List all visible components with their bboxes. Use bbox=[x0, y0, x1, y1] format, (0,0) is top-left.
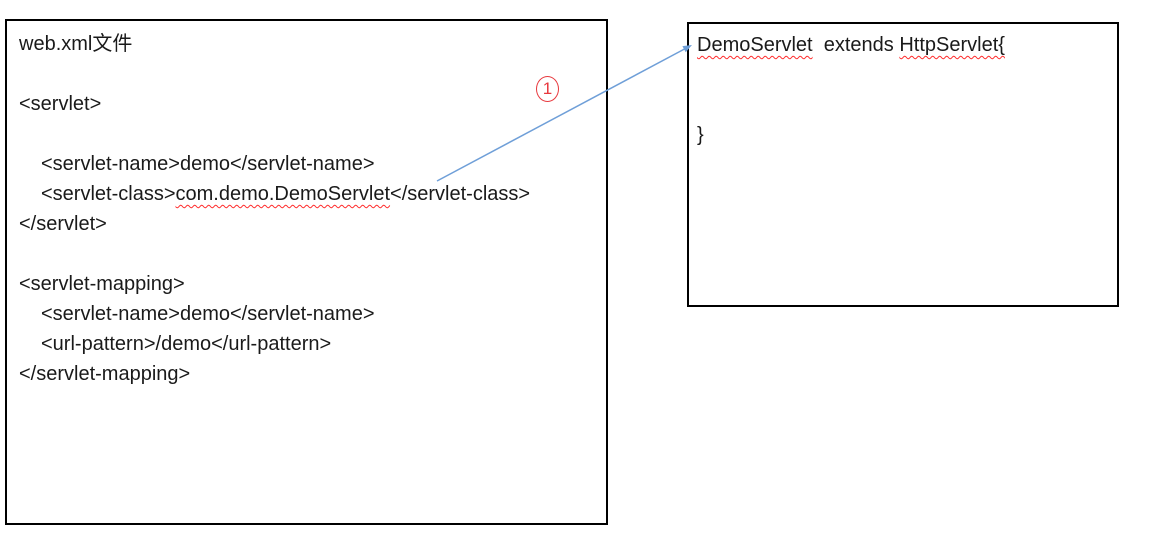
closing-brace-line: } bbox=[697, 124, 704, 146]
url-pattern-line: <url-pattern>/demo</url-pattern> bbox=[41, 333, 332, 355]
blank-line bbox=[19, 59, 594, 89]
blank-line bbox=[19, 119, 594, 149]
blank-line bbox=[697, 90, 1109, 120]
servlet-name-line: <servlet-name>demo</servlet-name> bbox=[41, 153, 375, 175]
step-number: 1 bbox=[542, 79, 553, 98]
superclass-name: HttpServlet{ bbox=[899, 34, 1005, 56]
webxml-title: web.xml文件 bbox=[19, 33, 133, 55]
servlet-class-value: com.demo.DemoServlet bbox=[175, 183, 391, 205]
class-declaration-line: DemoServlet extends HttpServlet{ bbox=[697, 30, 1109, 60]
servlet-class-open-tag: <servlet-class> bbox=[41, 183, 176, 205]
servlet-mapping-close-tag: </servlet-mapping> bbox=[19, 363, 191, 385]
blank-line bbox=[697, 60, 1109, 90]
servlet-open-tag: <servlet> bbox=[19, 93, 102, 115]
servlet-class-line: <servlet-class>com.demo.DemoServlet</ser… bbox=[19, 179, 594, 209]
mapping-servlet-name-line: <servlet-name>demo</servlet-name> bbox=[41, 303, 375, 325]
webxml-file-box: web.xml文件 <servlet> <servlet-name>demo</… bbox=[5, 19, 608, 525]
blank-line bbox=[19, 239, 594, 269]
servlet-class-close-tag: </servlet-class> bbox=[390, 183, 531, 205]
servlet-close-tag: </servlet> bbox=[19, 213, 107, 235]
servlet-mapping-open-tag: <servlet-mapping> bbox=[19, 273, 185, 295]
class-name: DemoServlet bbox=[697, 34, 813, 56]
extends-keyword: extends bbox=[812, 34, 900, 56]
java-class-box: DemoServlet extends HttpServlet{ } bbox=[687, 22, 1119, 307]
step-1-badge: 1 bbox=[536, 76, 559, 102]
